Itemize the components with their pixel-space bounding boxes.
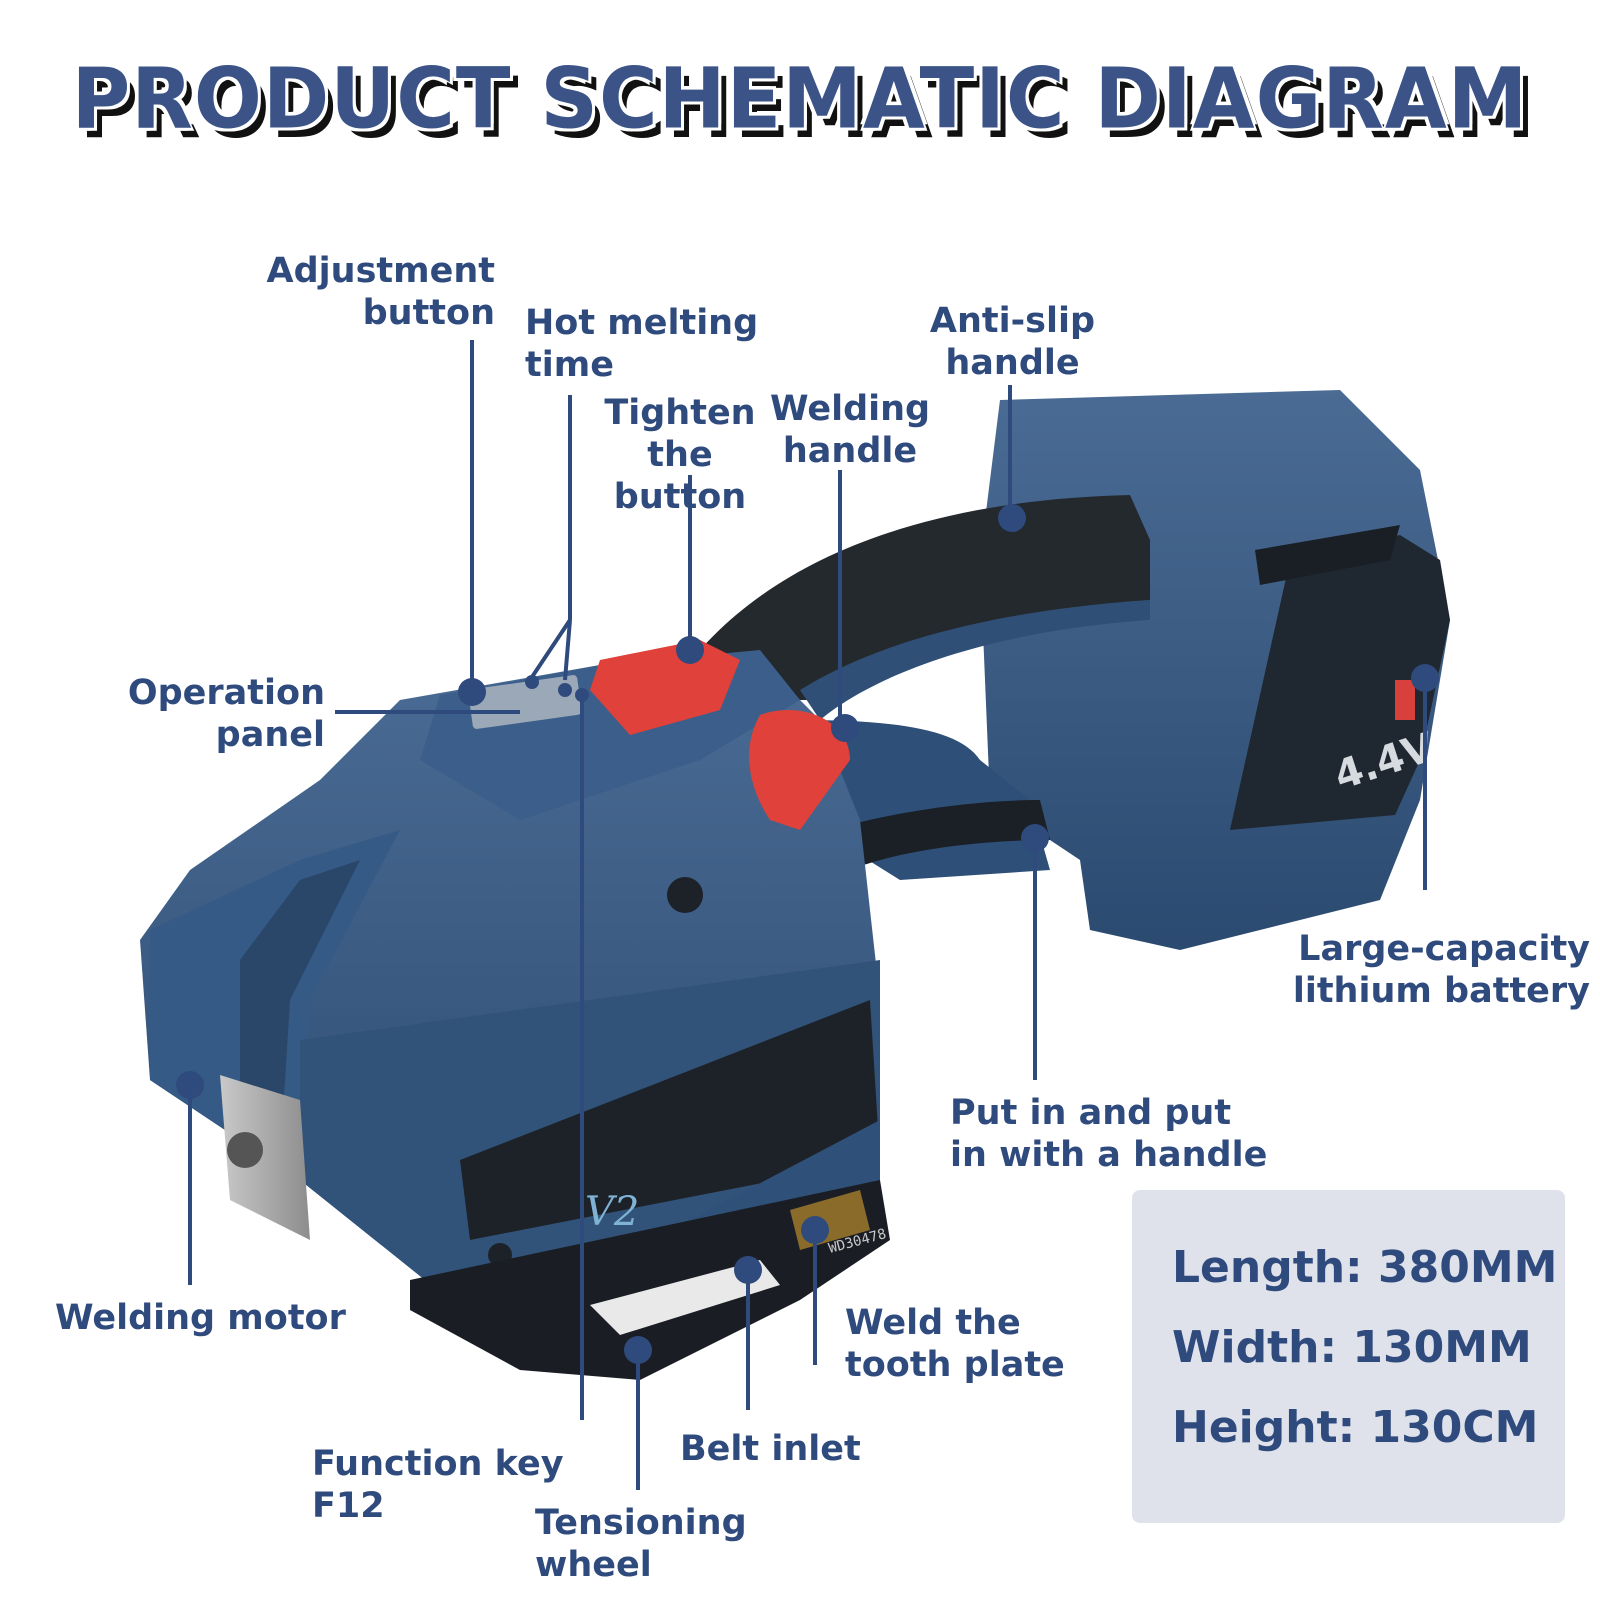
callout-anti-slip-handle: Anti-slip handle — [929, 301, 1096, 383]
callout-adjustment-button: Adjustment button — [266, 251, 495, 333]
put-in-handle-lever — [830, 800, 1050, 870]
callout-welding-motor: Welding motor — [55, 1298, 346, 1338]
battery-pack: 4.4V — [980, 390, 1450, 950]
leader-lines — [188, 340, 1427, 1490]
page-title: PRODUCT SCHEMATIC DIAGRAM — [71, 49, 1529, 148]
specs-panel: Length: 380MM Width: 130MM Height: 130CM — [1132, 1190, 1565, 1523]
battery-status-indicator — [1395, 680, 1415, 720]
model-marking: V2 — [585, 1189, 639, 1235]
callout-battery: Large-capacity lithium battery — [1292, 929, 1590, 1011]
callout-welding-handle: Welding handle — [770, 389, 931, 471]
tighten-button[interactable] — [590, 640, 740, 735]
callout-tensioning-wheel: Tensioning wheel — [535, 1503, 747, 1585]
callout-operation-panel: Operation panel — [127, 673, 325, 755]
callout-dots — [176, 504, 1439, 1364]
callout-put-in-handle: Put in and put in with a handle — [950, 1093, 1268, 1175]
callout-function-key: Function key F12 — [312, 1444, 564, 1526]
main-body: V2 — [140, 660, 880, 1300]
belt-inlet[interactable] — [590, 1260, 780, 1335]
callout-belt-inlet: Belt inlet — [680, 1429, 861, 1469]
operation-panel[interactable] — [468, 675, 582, 730]
callout-tighten-button: Tighten the button — [604, 393, 756, 517]
spec-length: Length: 380MM — [1172, 1242, 1558, 1293]
welding-handle[interactable] — [749, 710, 850, 830]
callout-hot-melting-time: Hot melting time — [525, 303, 759, 385]
anti-slip-handle — [700, 495, 1150, 720]
callout-weld-tooth-plate: Weld the tooth plate — [845, 1303, 1065, 1385]
spec-width: Width: 130MM — [1172, 1322, 1532, 1373]
welding-motor-cover — [220, 1075, 310, 1240]
spec-height: Height: 130CM — [1172, 1402, 1539, 1453]
